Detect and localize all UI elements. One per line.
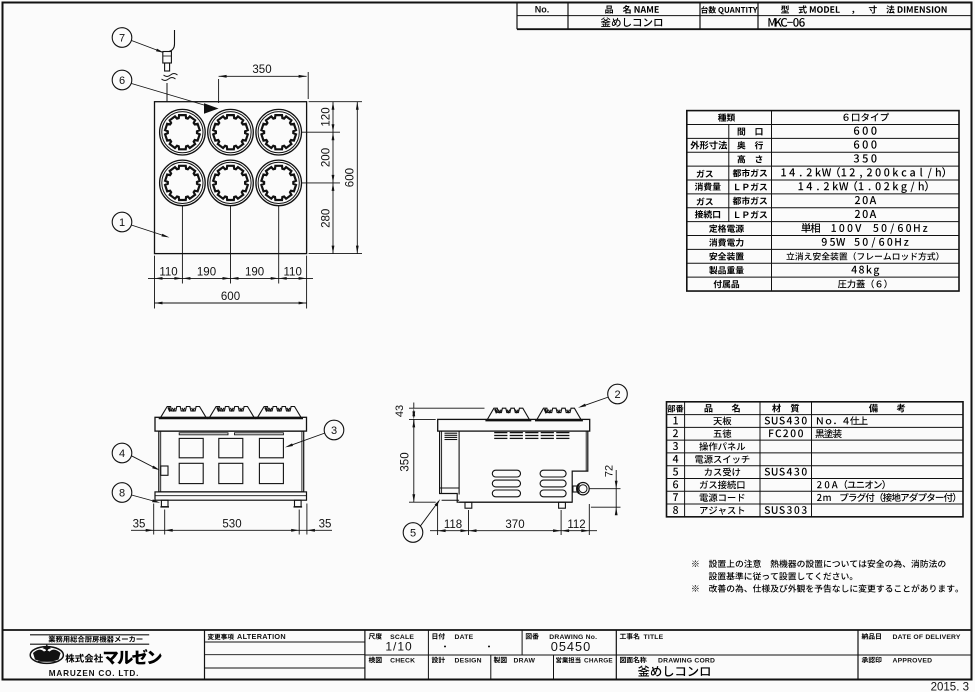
svg-text:ALTERATION: ALTERATION (237, 632, 286, 641)
svg-text:600: 600 (221, 291, 240, 303)
svg-text:112: 112 (567, 519, 585, 531)
svg-text:350: 350 (399, 452, 411, 471)
svg-text:110: 110 (159, 266, 177, 278)
svg-text:190: 190 (197, 266, 216, 278)
svg-text:DRAWING No.: DRAWING No. (549, 634, 597, 641)
svg-text:118: 118 (444, 519, 462, 531)
svg-text:CHARGE: CHARGE (584, 657, 613, 664)
svg-text:280: 280 (320, 209, 332, 228)
svg-text:1/10: 1/10 (385, 640, 412, 654)
svg-text:CHECK: CHECK (390, 657, 415, 664)
svg-text:TITLE: TITLE (644, 634, 664, 641)
svg-text:72: 72 (604, 465, 616, 477)
svg-text:43: 43 (394, 405, 406, 417)
svg-text:2015. 3: 2015. 3 (931, 682, 969, 693)
svg-text:DESIGN: DESIGN (455, 657, 482, 664)
svg-text:APPROVED: APPROVED (893, 657, 933, 664)
svg-text:35: 35 (133, 518, 146, 530)
svg-text:7: 7 (119, 33, 125, 45)
svg-text:6: 6 (119, 75, 125, 87)
svg-text:190: 190 (245, 266, 264, 278)
svg-text:No.: No. (535, 5, 550, 15)
svg-text:110: 110 (284, 266, 302, 278)
svg-text:DATE: DATE (455, 634, 474, 641)
svg-text:4: 4 (119, 448, 125, 460)
svg-text:3: 3 (331, 425, 337, 437)
svg-text:05450: 05450 (551, 639, 592, 654)
svg-text:2: 2 (614, 389, 620, 401)
svg-text:200: 200 (320, 148, 332, 167)
svg-text:MARUZEN CO. LTD.: MARUZEN CO. LTD. (49, 669, 139, 678)
svg-text:530: 530 (222, 518, 241, 530)
svg-text:DRAW: DRAW (514, 657, 536, 664)
svg-text:120: 120 (320, 107, 332, 126)
svg-text:370: 370 (505, 519, 524, 531)
svg-text:5: 5 (410, 528, 416, 540)
svg-text:600: 600 (345, 168, 357, 187)
svg-text:1: 1 (119, 217, 125, 229)
svg-text:350: 350 (252, 64, 271, 76)
svg-text:35: 35 (319, 518, 332, 530)
svg-text:DATE OF DELIVERY: DATE OF DELIVERY (893, 634, 961, 641)
svg-text:8: 8 (119, 488, 125, 500)
svg-text:DRAWING CORD: DRAWING CORD (658, 657, 715, 664)
svg-text:SCALE: SCALE (390, 634, 414, 641)
